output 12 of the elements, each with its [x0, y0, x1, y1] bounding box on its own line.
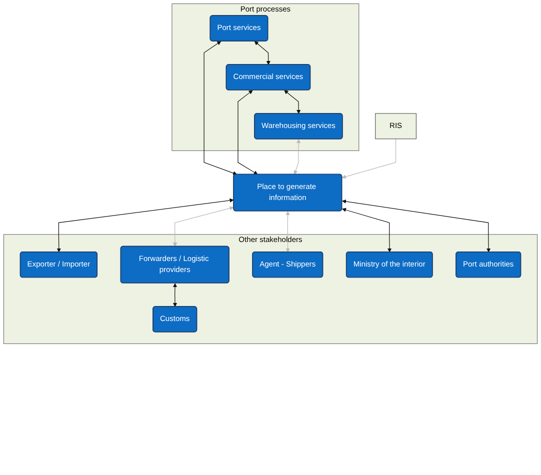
arrow [204, 41, 238, 176]
arrow [342, 138, 396, 179]
arrow [172, 283, 178, 307]
arrow [286, 211, 290, 252]
arrow [254, 41, 270, 65]
arrow [284, 90, 301, 114]
arrow [342, 208, 392, 252]
arrow [294, 139, 301, 175]
arrow [56, 198, 234, 252]
arrow [238, 90, 258, 175]
arrow [342, 199, 491, 252]
arrow [172, 206, 234, 247]
